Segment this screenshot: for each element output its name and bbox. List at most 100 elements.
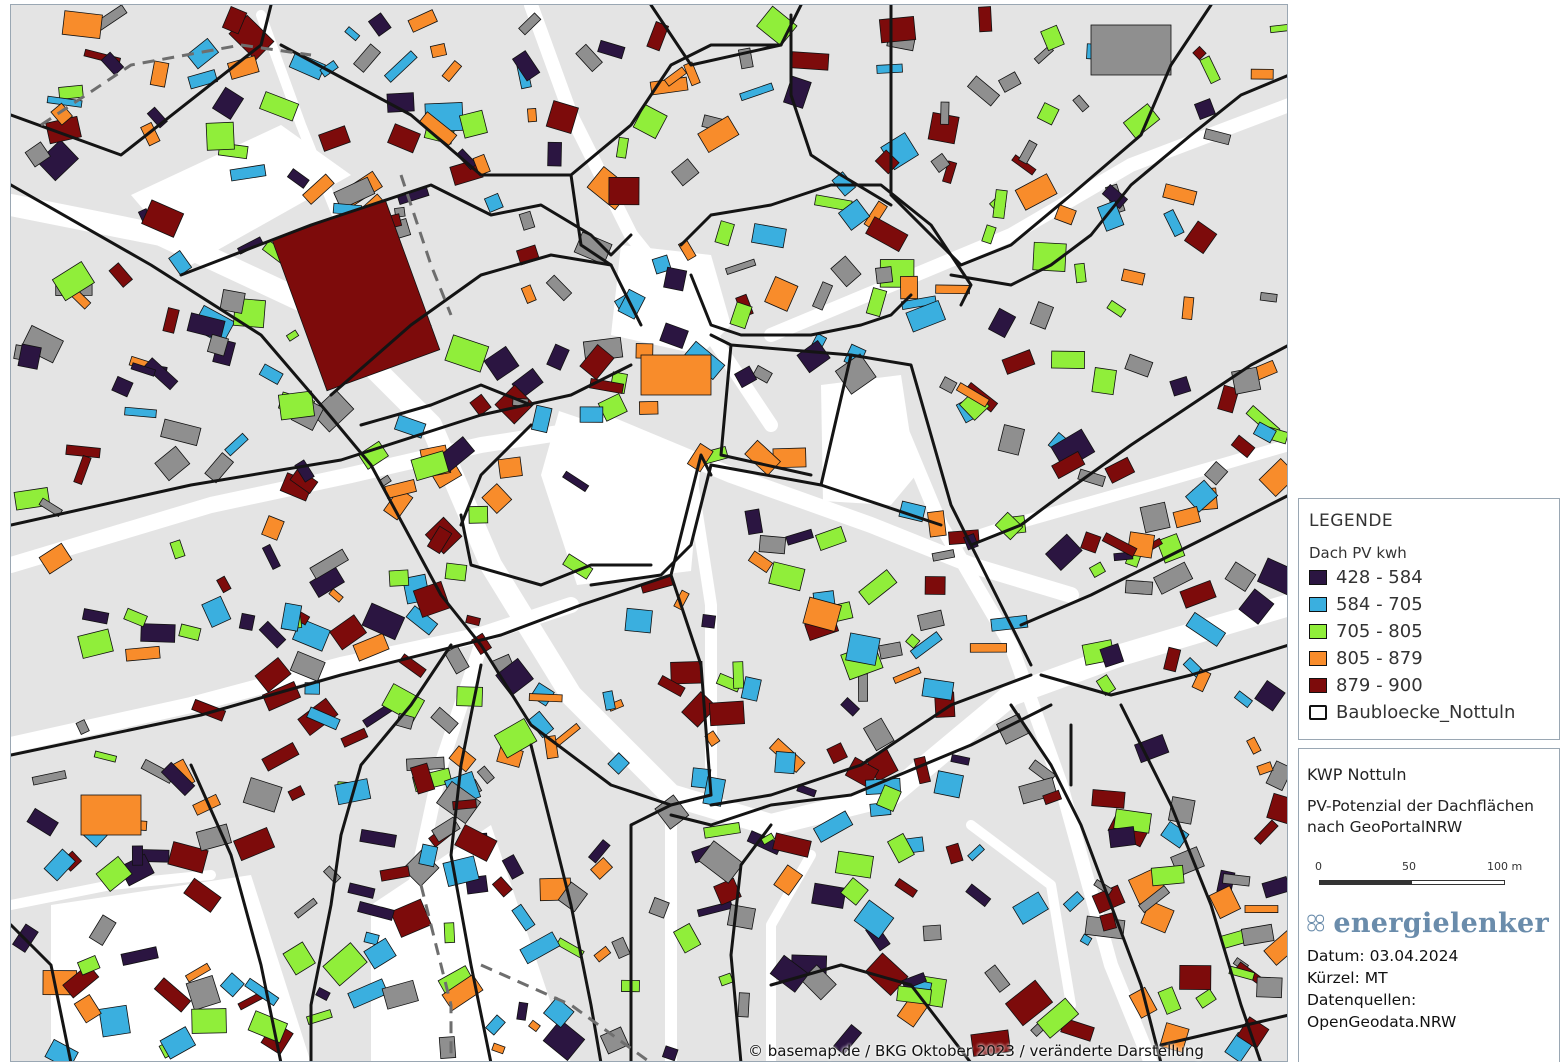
roof-polygon <box>1217 384 1240 414</box>
roof-polygon <box>93 750 118 763</box>
roof-polygon <box>124 406 157 419</box>
roof-polygon <box>1014 173 1058 211</box>
roof-polygon <box>602 690 616 711</box>
roof-polygon <box>547 141 562 167</box>
roof-polygon <box>913 756 932 785</box>
roof-polygon <box>939 376 958 394</box>
roof-polygon <box>131 845 144 866</box>
roof-polygon <box>905 299 947 333</box>
roof-polygon <box>739 82 775 102</box>
roof-polygon <box>261 741 300 772</box>
roof-polygon <box>329 614 368 651</box>
roof-polygon <box>201 595 232 628</box>
roof-polygon <box>698 840 744 884</box>
legend-item-class: 428 - 584 <box>1309 564 1549 591</box>
roof-polygon <box>672 922 702 954</box>
data-sources: OpenGeodata.NRW <box>1307 1013 1457 1031</box>
roof-polygon <box>73 993 102 1024</box>
roof-polygon <box>73 454 92 486</box>
roof-polygon <box>352 632 390 662</box>
roof-polygon <box>258 363 284 386</box>
info-panel: KWP Nottuln PV-Potenzial der Dachflächen… <box>1298 748 1560 1062</box>
roof-polygon <box>58 84 84 100</box>
roof-polygon <box>1263 925 1287 966</box>
roof-polygon <box>167 841 209 874</box>
roof-polygon <box>1104 456 1136 484</box>
roof-polygon <box>1266 792 1287 827</box>
map-canvas[interactable] <box>10 4 1288 1062</box>
scale-label-0: 0 <box>1315 860 1322 873</box>
roof-polygon <box>651 254 672 275</box>
roof-polygon <box>229 164 267 182</box>
legend-item-label: 428 - 584 <box>1336 567 1423 588</box>
roof-polygon <box>340 727 369 748</box>
roof-polygon <box>752 364 773 384</box>
building-roofs-layer <box>12 5 1287 1061</box>
roof-polygon <box>1138 885 1171 914</box>
roof-polygon <box>857 673 869 702</box>
roof-polygon <box>840 877 869 906</box>
roof-polygon <box>1169 375 1192 397</box>
roof-polygon <box>659 322 689 349</box>
roof-polygon <box>204 452 235 484</box>
roof-polygon <box>1062 890 1085 913</box>
roof-polygon <box>1230 434 1256 459</box>
roof-polygon <box>663 266 688 292</box>
roof-polygon <box>322 942 368 987</box>
roof-polygon <box>774 751 797 775</box>
roof-polygon <box>683 61 701 87</box>
roof-polygon <box>950 753 971 766</box>
roof-polygon <box>154 445 191 482</box>
roof-polygon <box>444 562 468 582</box>
roof-polygon <box>100 51 125 76</box>
legend-item-label: Baubloecke_Nottuln <box>1336 702 1516 723</box>
roof-polygon <box>1265 760 1287 792</box>
roof-polygon <box>528 693 563 703</box>
roof-polygon <box>17 343 42 370</box>
roof-polygon <box>61 10 103 40</box>
roof-polygon <box>1124 353 1154 378</box>
roof-polygon <box>814 525 847 551</box>
roof-polygon <box>1181 296 1195 320</box>
roof-polygon <box>483 345 520 382</box>
roof-polygon <box>892 666 922 685</box>
roof-polygon <box>718 972 734 987</box>
roof-polygon <box>970 1029 1012 1057</box>
roof-polygon <box>501 854 525 880</box>
outline-swatch <box>1309 705 1327 720</box>
roof-polygon <box>1203 460 1229 486</box>
roof-polygon <box>1208 885 1242 920</box>
roof-polygon <box>458 109 488 139</box>
roof-polygon <box>1179 579 1217 609</box>
roof-polygon <box>125 645 161 662</box>
roof-polygon <box>483 192 504 213</box>
roof-polygon <box>452 798 477 811</box>
roof-polygon <box>26 807 59 837</box>
roof-polygon <box>36 139 79 182</box>
roof-polygon <box>845 632 881 666</box>
baubloecke-outlines <box>11 5 1287 1061</box>
roof-polygon <box>261 515 285 541</box>
roof-polygon <box>527 107 538 123</box>
roof-polygon <box>987 307 1017 339</box>
roof-polygon <box>469 393 492 417</box>
roof-polygon <box>785 528 814 546</box>
roof-polygon <box>75 719 90 735</box>
roof-polygon <box>703 822 741 839</box>
roof-polygon <box>1156 533 1186 564</box>
roof-polygon <box>834 850 875 879</box>
roof-polygon <box>1036 102 1060 126</box>
roof-polygon <box>476 765 495 785</box>
roof-polygon <box>760 832 776 846</box>
roof-polygon <box>1120 268 1146 286</box>
roof-polygon <box>412 580 451 618</box>
roof-polygon <box>858 569 898 606</box>
roof-polygon <box>545 274 573 302</box>
roof-polygon <box>443 922 456 944</box>
roof-polygon <box>1054 204 1077 226</box>
roof-polygon <box>162 307 180 334</box>
roof-polygon <box>997 71 1022 93</box>
roof-polygon <box>931 549 956 562</box>
